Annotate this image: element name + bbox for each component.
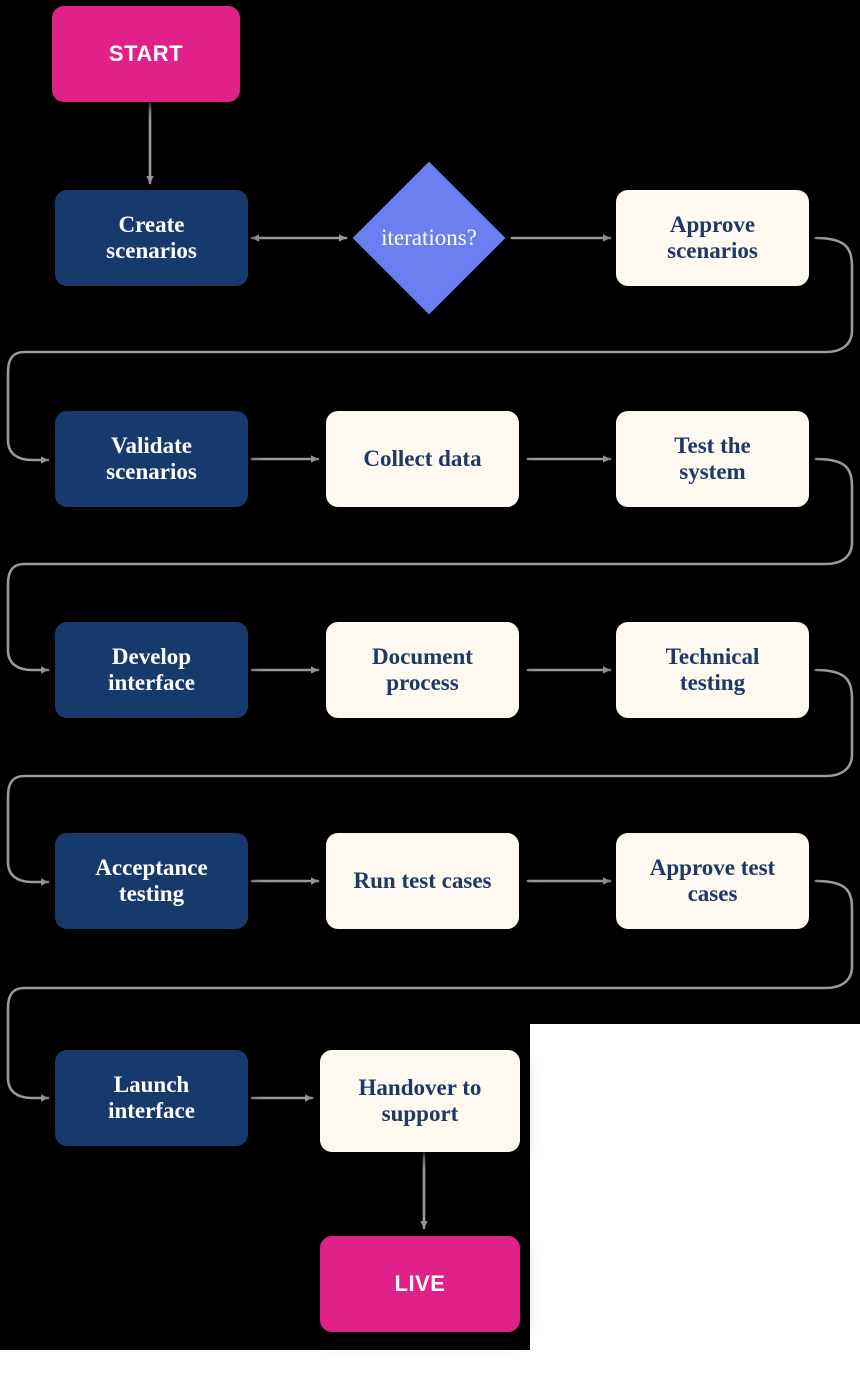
node-handover-to-support-label: Handover to support bbox=[358, 1075, 482, 1126]
node-live-label: LIVE bbox=[394, 1270, 446, 1296]
node-acceptance-testing-label: Acceptance testing bbox=[95, 855, 208, 906]
node-approve-test-cases[interactable]: Approve test cases bbox=[616, 833, 809, 929]
node-live[interactable]: LIVE bbox=[320, 1236, 520, 1332]
node-document-process-label: Document process bbox=[372, 644, 473, 695]
node-launch-interface-label: Launch interface bbox=[108, 1072, 195, 1123]
node-acceptance-testing[interactable]: Acceptance testing bbox=[55, 833, 248, 929]
node-test-the-system-label: Test the system bbox=[674, 433, 751, 484]
node-develop-interface[interactable]: Develop interface bbox=[55, 622, 248, 718]
node-collect-data-label: Collect data bbox=[363, 446, 482, 472]
node-validate-scenarios-label: Validate scenarios bbox=[106, 433, 197, 484]
node-approve-scenarios[interactable]: Approve scenarios bbox=[616, 190, 809, 286]
node-create-scenarios[interactable]: Create scenarios bbox=[55, 190, 248, 286]
node-collect-data[interactable]: Collect data bbox=[326, 411, 519, 507]
node-launch-interface[interactable]: Launch interface bbox=[55, 1050, 248, 1146]
node-approve-scenarios-label: Approve scenarios bbox=[667, 212, 758, 263]
node-validate-scenarios[interactable]: Validate scenarios bbox=[55, 411, 248, 507]
node-run-test-cases[interactable]: Run test cases bbox=[326, 833, 519, 929]
node-technical-testing-label: Technical testing bbox=[665, 644, 760, 695]
node-start-label: START bbox=[108, 40, 184, 66]
node-run-test-cases-label: Run test cases bbox=[353, 868, 492, 894]
node-test-the-system[interactable]: Test the system bbox=[616, 411, 809, 507]
node-document-process[interactable]: Document process bbox=[326, 622, 519, 718]
node-develop-interface-label: Develop interface bbox=[108, 644, 195, 695]
node-iterations-label: iterations? bbox=[381, 225, 477, 250]
node-create-scenarios-label: Create scenarios bbox=[106, 212, 197, 263]
node-start[interactable]: START bbox=[52, 6, 240, 102]
node-iterations-decision[interactable]: iterations? bbox=[349, 161, 509, 315]
node-handover-to-support[interactable]: Handover to support bbox=[320, 1050, 520, 1152]
node-approve-test-cases-label: Approve test cases bbox=[649, 855, 776, 906]
node-technical-testing[interactable]: Technical testing bbox=[616, 622, 809, 718]
